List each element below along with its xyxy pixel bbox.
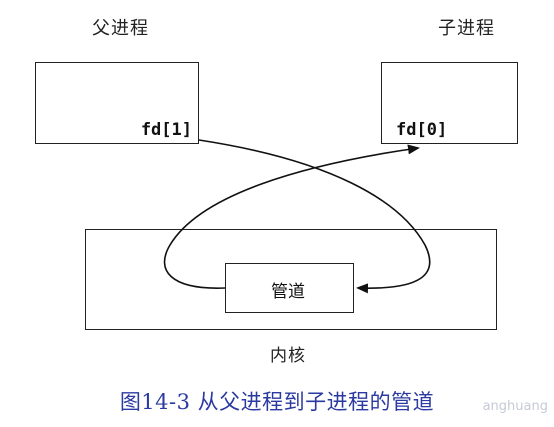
parent-process-box: fd[1] <box>35 62 199 144</box>
pipe-to-child-curve <box>163 144 420 289</box>
child-process-label: 子进程 <box>438 18 495 39</box>
pipe-box: 管道 <box>225 263 354 313</box>
kernel-label: 内核 <box>270 346 306 366</box>
parent-process-label: 父进程 <box>92 18 149 39</box>
pipe-label: 管道 <box>271 282 305 302</box>
parent-to-pipe-curve <box>198 139 431 294</box>
child-process-box: fd[0] <box>381 62 518 144</box>
parent-fd-label: fd[1] <box>140 120 192 140</box>
child-fd-label: fd[0] <box>396 120 448 140</box>
watermark-text: anghuang <box>482 399 548 414</box>
figure-caption: 图14-3 从父进程到子进程的管道 <box>119 390 435 414</box>
